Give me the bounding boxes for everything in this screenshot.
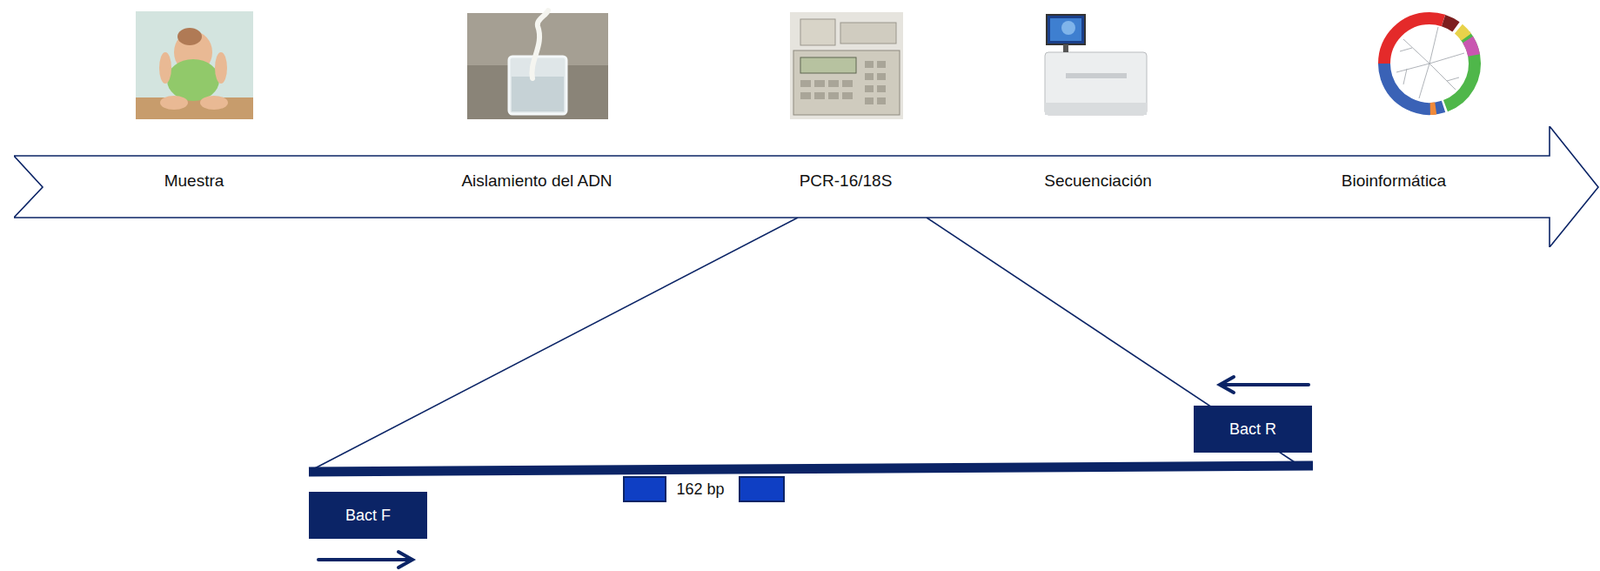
pcr-machine-photo	[789, 12, 904, 120]
primer-name: Bact F	[345, 506, 391, 525]
primer-arrow	[1219, 376, 1309, 393]
step-label: Aislamiento del ADN	[461, 171, 612, 191]
primer-name: Bact R	[1229, 420, 1277, 439]
baby-photo	[135, 11, 254, 120]
step-label: PCR-16/18S	[799, 171, 893, 191]
primer-box: Bact R	[1193, 405, 1313, 453]
dna-beaker-photo	[467, 10, 609, 120]
dna-strand	[308, 465, 1313, 472]
probe-region	[623, 476, 666, 502]
arrow-shape	[13, 126, 1599, 248]
phylogenetic-tree	[1365, 0, 1494, 128]
workflow-arrow: Muestra Aislamiento del ADN PCR-16/18S Secu…	[13, 126, 1600, 248]
sequencer-photo	[1044, 14, 1147, 115]
primer-arrow	[318, 551, 413, 568]
zoom-line	[926, 217, 1300, 466]
step-label: Secuenciación	[1044, 171, 1152, 191]
zoom-line	[311, 217, 798, 470]
primer-box: Bact F	[308, 491, 428, 539]
amplicon-size: 162 bp	[676, 480, 724, 499]
step-label: Muestra	[164, 171, 225, 191]
step-label: Bioinformática	[1341, 171, 1447, 191]
probe-region	[739, 476, 784, 502]
